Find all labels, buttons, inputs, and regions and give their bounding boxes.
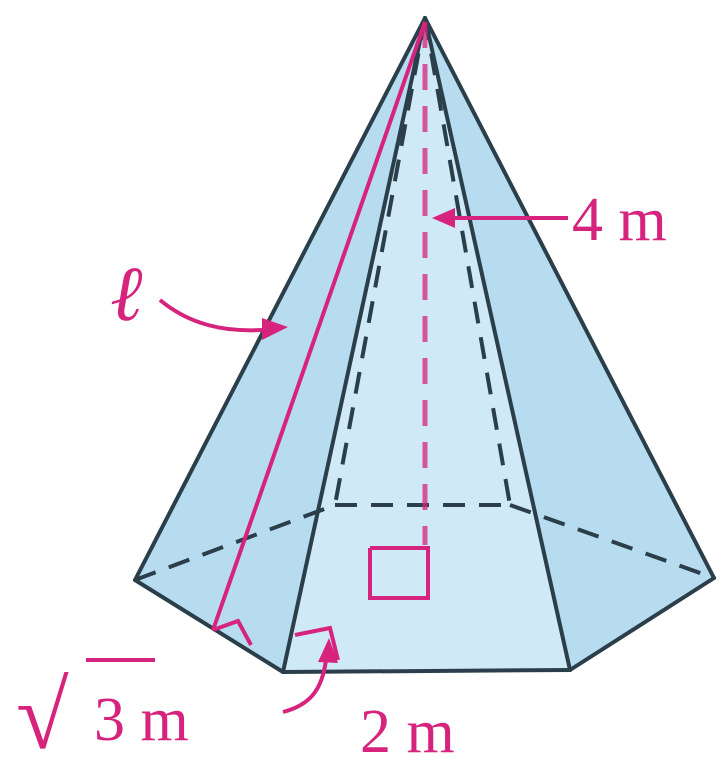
- apothem-label: 3 m: [94, 686, 189, 754]
- base-edge-front: [281, 668, 572, 674]
- visible-edges: [133, 16, 716, 674]
- hidden-base-edge-right: [509, 503, 715, 580]
- base-edge-front-right: [568, 576, 716, 672]
- apothem-right-angle-marker: [294, 625, 340, 661]
- apothem-leader-curve: [282, 659, 328, 714]
- annotations: [158, 21, 568, 714]
- face-left-front: [135, 18, 425, 672]
- slant-right-angle-marker: [212, 618, 253, 646]
- slant-height-label: ℓ: [110, 250, 143, 337]
- lateral-edge-4: [423, 16, 716, 580]
- side-length-label: 2 m: [360, 698, 455, 764]
- apothem-arrowhead: [318, 638, 338, 663]
- pyramid-faces: [135, 18, 714, 672]
- face-right-front: [425, 18, 714, 670]
- labels: ℓ 4 m √ 3 m 2 m: [16, 186, 667, 764]
- height-arrowhead: [432, 208, 455, 228]
- lateral-edge-2: [281, 16, 427, 674]
- base-center-right-angle-marker: [368, 546, 430, 600]
- lateral-edge-3: [423, 16, 572, 672]
- hidden-lateral-edge-left: [333, 17, 427, 506]
- hidden-lateral-edge-right: [423, 17, 512, 506]
- apothem-radical-sign: √: [16, 662, 69, 764]
- slant-height-line: [211, 21, 427, 631]
- lateral-edge-1: [133, 16, 427, 582]
- slant-arrowhead: [262, 318, 288, 340]
- slant-leader-curve: [158, 298, 263, 333]
- base-edge-front-left: [133, 578, 285, 674]
- face-center-front: [283, 18, 570, 672]
- height-label: 4 m: [572, 186, 667, 254]
